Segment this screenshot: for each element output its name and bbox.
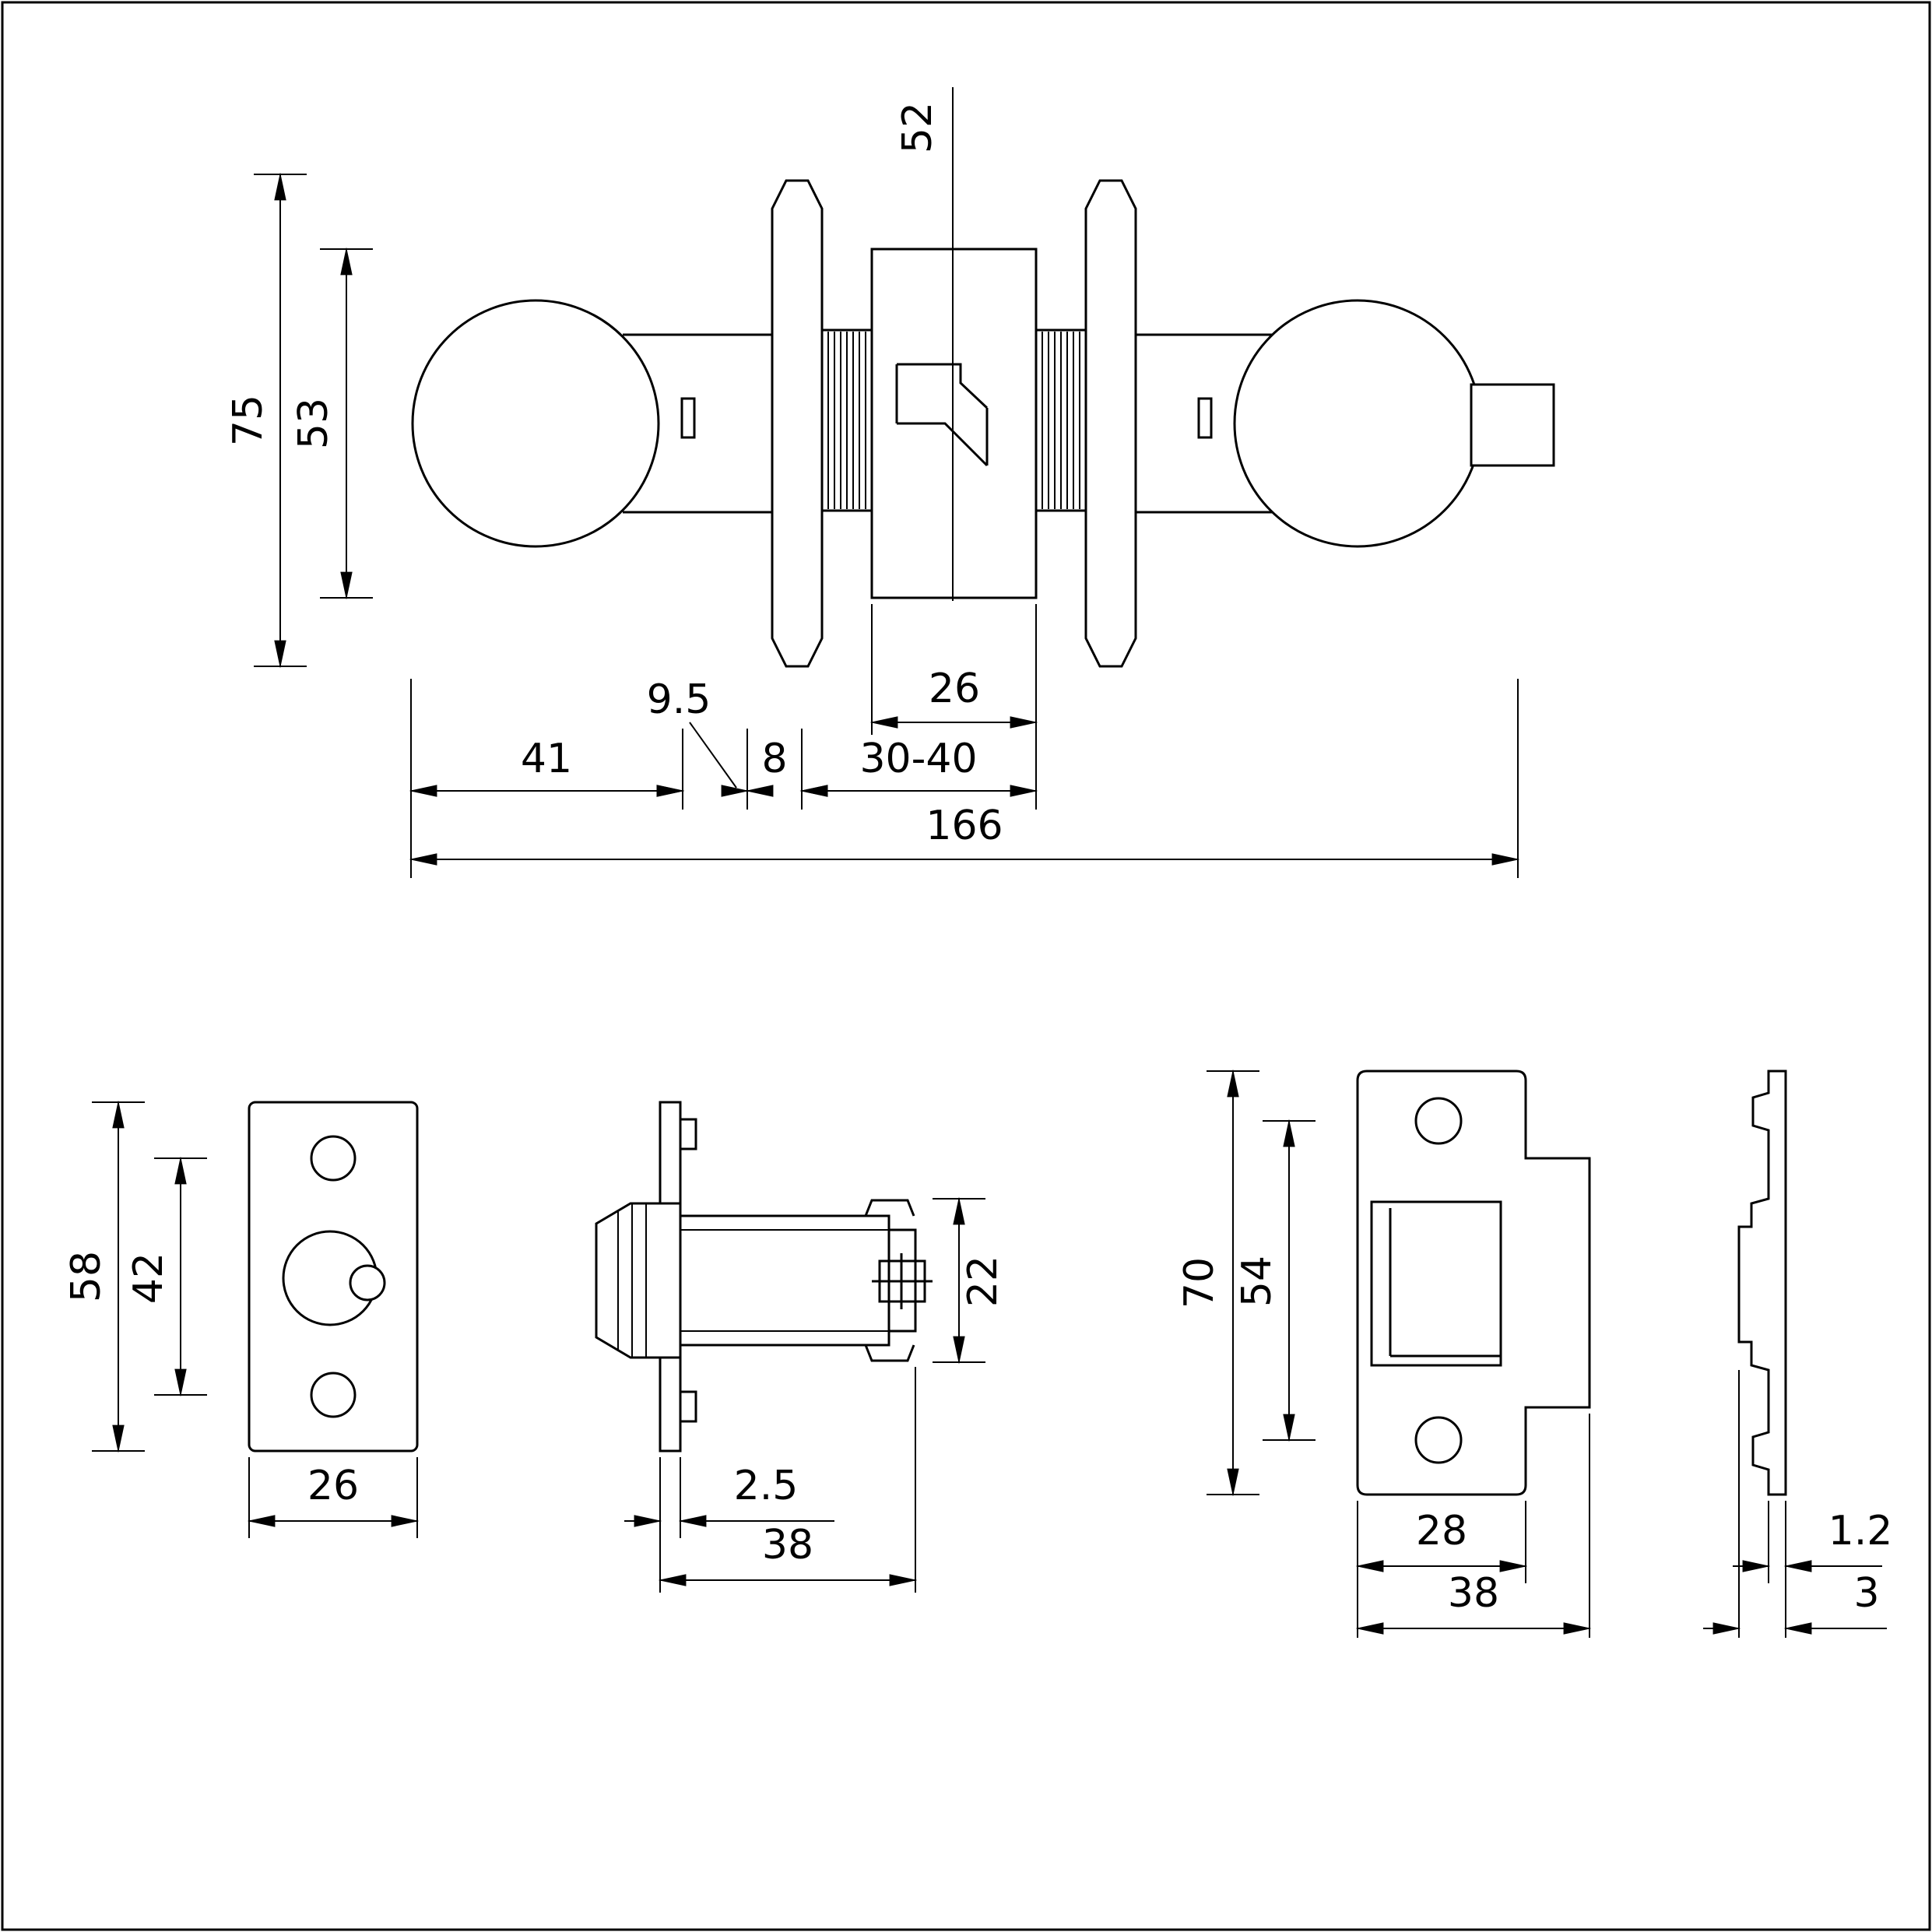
- strike-screw-hole-bottom: [1414, 1416, 1463, 1464]
- left-thread-hatch: [827, 332, 866, 509]
- latch-body: [679, 1214, 890, 1347]
- strike-screw-hole-top: [1414, 1097, 1463, 1145]
- dim-75-label: 75: [225, 395, 272, 446]
- assembly-dimensions: 52 75 53 41 9.5 8 26 30-40: [225, 102, 1520, 878]
- strike-side-view: [1737, 1070, 1787, 1496]
- dim-9-5-label: 9.5: [647, 676, 711, 723]
- dim-41-label: 41: [521, 736, 572, 782]
- dim-8-label: 8: [761, 736, 787, 782]
- dim-38-label: 38: [762, 1522, 813, 1568]
- left-neck-slot: [680, 397, 696, 439]
- dim-53-label: 53: [290, 398, 337, 449]
- latch-prong-bottom: [864, 1344, 915, 1362]
- dim-28-label: 28: [1416, 1508, 1467, 1554]
- dim-54-label: 54: [1234, 1256, 1280, 1307]
- right-neck-slot: [1197, 397, 1213, 439]
- dim-26-label: 26: [929, 666, 980, 712]
- right-thread-hatch: [1042, 332, 1080, 509]
- dim-70-label: 70: [1176, 1257, 1223, 1308]
- latchbolt-side: [595, 1202, 682, 1359]
- latch-prong-top: [864, 1199, 915, 1217]
- dim-30-40-label: 30-40: [859, 736, 977, 782]
- latch-tab-bottom: [679, 1390, 697, 1423]
- retractor-detail: [895, 363, 989, 467]
- right-knob: [1233, 299, 1482, 548]
- spindle-end: [1470, 383, 1555, 467]
- left-rose: [771, 179, 824, 668]
- dim-52-label: 52: [894, 102, 941, 153]
- right-rose: [1084, 179, 1137, 668]
- faceplate-screw-hole-bottom: [310, 1372, 357, 1418]
- latchbolt-curve-lines: [617, 1203, 647, 1358]
- dim-38b-label: 38: [1448, 1570, 1499, 1617]
- strike-profile: [1737, 1070, 1787, 1496]
- strike-side-dimensions: 1.2 3: [1703, 1370, 1892, 1638]
- faceplate-screw-hole-top: [310, 1135, 357, 1182]
- deadlatch-pin-front: [349, 1264, 386, 1301]
- strike-front-view: [1356, 1070, 1591, 1496]
- knobset-side-view: [411, 87, 1555, 668]
- dim-42-label: 42: [125, 1252, 172, 1304]
- latch-side-dimensions: 22 2.5 38: [624, 1196, 1006, 1593]
- dim-58-label: 58: [63, 1251, 110, 1302]
- latch-tab-top: [679, 1118, 697, 1150]
- dim-3-label: 3: [1853, 1570, 1879, 1617]
- strike-opening: [1370, 1200, 1502, 1367]
- faceplate-front-view: [248, 1101, 419, 1453]
- dim-2-5-label: 2.5: [734, 1463, 799, 1509]
- dim-22-label: 22: [960, 1256, 1006, 1307]
- strike-front-dimensions: 70 54 28 38: [1176, 1069, 1592, 1638]
- left-knob: [411, 299, 660, 548]
- dim-166-label: 166: [926, 803, 1003, 849]
- faceplate-dimensions: 58 42 26: [63, 1100, 420, 1538]
- dim-26b-label: 26: [307, 1463, 359, 1509]
- dim-1-2-label: 1.2: [1828, 1508, 1893, 1554]
- latch-side-view: [595, 1101, 933, 1453]
